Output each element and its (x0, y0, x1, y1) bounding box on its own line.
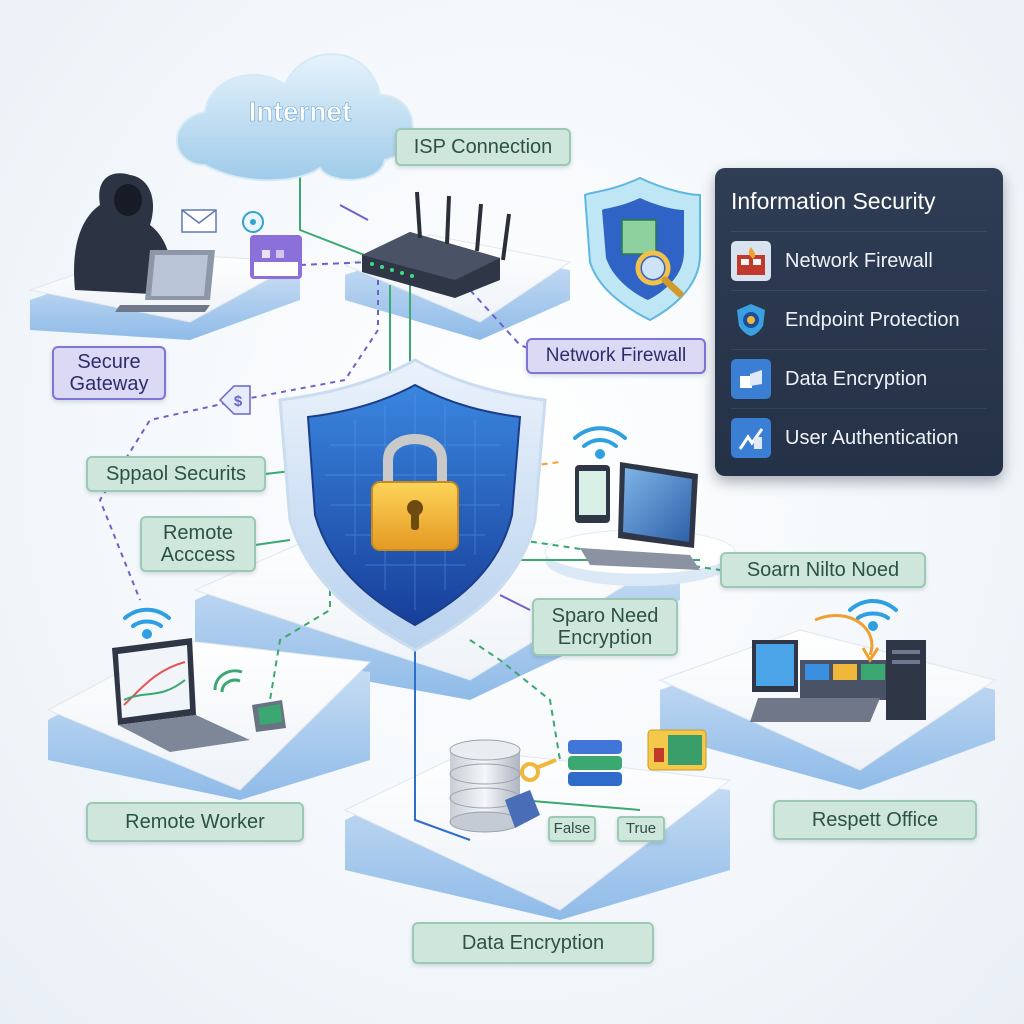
router-small-icon (252, 700, 286, 732)
wifi-signal-icon (213, 669, 243, 693)
label-sppool-securits: Sppaol Securits (86, 456, 266, 492)
user-authentication-icon (731, 418, 771, 458)
info-item-data-encryption: Data Encryption (731, 349, 987, 408)
label-true: True (617, 816, 665, 842)
label-false: False (548, 816, 596, 842)
envelope-icon (181, 209, 217, 233)
platform-data (343, 749, 732, 920)
storage-stack-icon (568, 740, 622, 786)
key-icon (505, 758, 557, 828)
database-icon (449, 739, 521, 833)
info-item-label: Data Encryption (785, 367, 928, 390)
label-remote-worker: Remote Worker (86, 802, 304, 842)
label-network-firewall: Network Firewall (526, 338, 706, 374)
info-item-label: Network Firewall (785, 249, 933, 272)
info-item-endpoint-protection: Endpoint Protection (731, 290, 987, 349)
data-encryption-icon (731, 359, 771, 399)
laptop-remote-icon (112, 638, 250, 752)
label-respett-office: Respett Office (773, 800, 977, 840)
info-item-label: User Authentication (785, 426, 959, 449)
dollar-tag-icon: $ (218, 385, 251, 415)
information-security-panel: Information Security Network Firewall En… (715, 168, 1003, 476)
endpoint-protection-icon (731, 300, 771, 340)
tablet-icon (575, 465, 610, 523)
info-item-user-authentication: User Authentication (731, 408, 987, 467)
gateway-device-icon (250, 235, 302, 279)
padlock-icon (371, 434, 459, 551)
firewall-shield-icon (583, 176, 701, 322)
access-card-icon (647, 729, 707, 771)
office-workstation-icon (750, 614, 926, 722)
wifi-icon-remote (123, 607, 171, 639)
laptop-right-icon (580, 462, 700, 570)
platform-remote-worker (46, 639, 372, 800)
label-soarn-nilto-noed: Soarn Nilto Noed (720, 552, 926, 588)
label-data-encryption: Data Encryption (412, 922, 654, 964)
wifi-icon-laptop (573, 426, 627, 459)
internet-cloud: Internet (175, 53, 414, 182)
label-isp-connection: ISP Connection (395, 128, 571, 166)
label-secure-gateway: Secure Gateway (52, 346, 166, 400)
wifi-icon-office (848, 599, 898, 631)
central-security-shield (278, 358, 547, 652)
firewall-icon (731, 241, 771, 281)
internet-label: Internet (249, 96, 352, 127)
laptop-icon (115, 250, 215, 312)
label-sparo-need-encryption: Sparo Need Encryption (532, 598, 678, 656)
svg-text:$: $ (234, 393, 243, 410)
hacker-figure (74, 173, 215, 312)
label-remote-access: Remote Acccess (140, 516, 256, 572)
info-panel-title: Information Security (731, 188, 936, 214)
info-item-label: Endpoint Protection (785, 308, 960, 331)
info-item-network-firewall: Network Firewall (731, 231, 987, 290)
router-device (362, 191, 511, 298)
location-pin-icon (242, 211, 264, 233)
